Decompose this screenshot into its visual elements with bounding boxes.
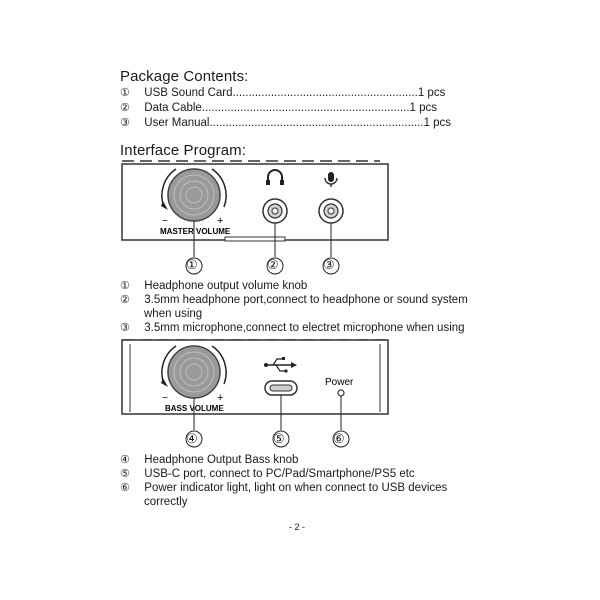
item-dots: ........................................… <box>232 87 418 99</box>
description-text: USB-C port, connect to PC/Pad/Smartphone… <box>144 468 415 480</box>
description-number: ⑥ <box>120 482 130 494</box>
description-item: ③ 3.5mm microphone,connect to electret m… <box>120 321 465 335</box>
description-item: ① Headphone output volume knob <box>120 279 307 293</box>
item-qty: 1 pcs <box>417 87 446 99</box>
description-number: ④ <box>120 454 130 466</box>
package-item: ③ User Manual...........................… <box>120 116 451 130</box>
knob-arc-right <box>211 168 227 208</box>
package-item: ① USB Sound Card........................… <box>120 86 445 100</box>
callout-6: ⑥ <box>333 431 345 446</box>
bass-volume-label: BASS VOLUME <box>165 404 224 413</box>
description-number: ② <box>120 294 130 306</box>
microphone-icon <box>324 172 338 187</box>
item-qty: 1 pcs <box>423 117 452 129</box>
package-item: ② Data Cable............................… <box>120 101 437 115</box>
microphone-jack <box>318 198 344 224</box>
description-text: Headphone Output Bass knob <box>144 454 299 466</box>
front-panel-diagram: − + MASTER VOLUME <box>121 160 389 275</box>
package-contents-title: Package Contents: <box>120 68 249 85</box>
item-name: USB Sound Card <box>144 87 233 99</box>
front-panel-outline <box>121 163 389 241</box>
power-label: Power <box>325 377 354 388</box>
rear-panel-diagram: − + BASS VOLUME Power <box>121 339 389 448</box>
panel-tab <box>224 236 286 242</box>
callout-4: ④ <box>186 431 198 446</box>
description-item: ⑤ USB-C port, connect to PC/Pad/Smartpho… <box>120 467 415 481</box>
master-volume-label: MASTER VOLUME <box>160 227 231 236</box>
description-item: ⑥ Power indicator light, light on when c… <box>120 481 447 495</box>
plus-sign: + <box>217 392 223 404</box>
description-number: ① <box>120 280 130 292</box>
knob-arc-right <box>211 345 227 385</box>
headphone-jack <box>262 198 288 224</box>
callout-2: ② <box>267 257 279 272</box>
headphones-icon <box>266 169 284 185</box>
item-number: ② <box>120 102 130 114</box>
interface-program-title: Interface Program: <box>120 142 247 159</box>
power-led <box>337 389 345 397</box>
callout-3: ③ <box>323 257 335 272</box>
description-number: ③ <box>120 322 130 334</box>
item-dots: ........................................… <box>201 102 410 114</box>
item-dots: ........................................… <box>209 117 424 129</box>
item-name: Data Cable <box>144 102 202 114</box>
usb-c-port <box>264 380 298 396</box>
description-text: Power indicator light, light on when con… <box>144 482 448 494</box>
description-item: ② 3.5mm headphone port,connect to headph… <box>120 293 468 307</box>
item-number: ① <box>120 87 130 99</box>
page-number: - 2 - <box>289 522 306 532</box>
usb-icon <box>264 357 297 373</box>
rear-panel-outline <box>121 339 389 415</box>
description-text: 3.5mm microphone,connect to electret mic… <box>144 322 465 334</box>
item-qty: 1 pcs <box>409 102 438 114</box>
master-volume-knob <box>161 168 227 222</box>
minus-sign: − <box>162 216 168 227</box>
item-name: User Manual <box>144 117 210 129</box>
callout-5: ⑤ <box>273 431 285 446</box>
description-item: ④ Headphone Output Bass knob <box>120 453 298 467</box>
description-continuation: correctly <box>144 496 188 508</box>
plus-sign: + <box>217 215 223 227</box>
minus-sign: − <box>162 393 168 404</box>
callout-1: ① <box>186 257 198 272</box>
description-text: 3.5mm headphone port,connect to headphon… <box>144 294 468 306</box>
description-continuation: when using <box>144 308 203 320</box>
description-number: ⑤ <box>120 468 130 480</box>
item-number: ③ <box>120 117 130 129</box>
description-text: Headphone output volume knob <box>144 280 308 292</box>
